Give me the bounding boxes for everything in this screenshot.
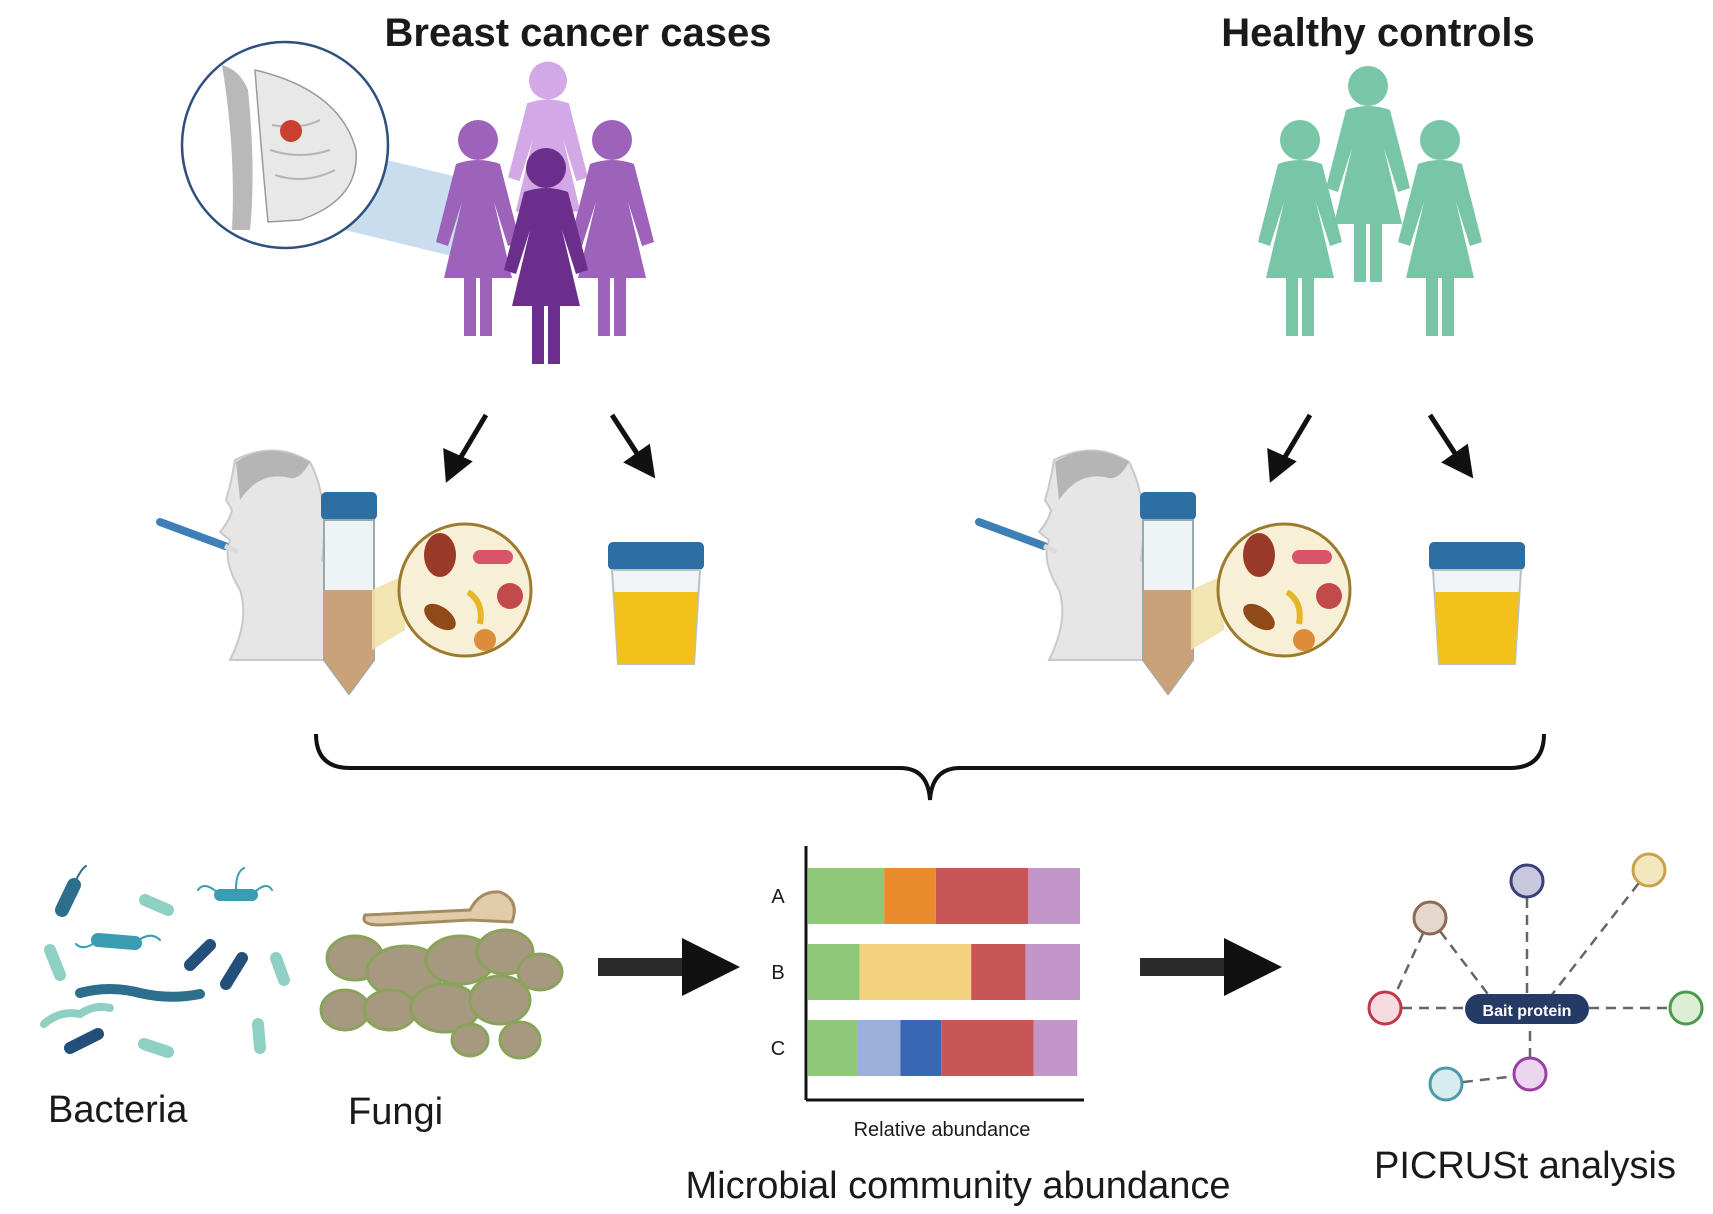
node-left	[1367, 990, 1403, 1026]
bar-segment-B-5	[971, 944, 1026, 1000]
node-right	[1668, 990, 1704, 1026]
category-label-B: B	[771, 962, 784, 984]
fungi-label: Fungi	[348, 1091, 443, 1133]
node-upper-left	[1412, 900, 1448, 936]
bar-segment-A-0	[808, 868, 885, 924]
node-bottom-left	[1428, 1066, 1464, 1102]
bar-segment-C-5	[941, 1020, 1034, 1076]
healthy-women-icon	[1258, 66, 1482, 336]
fungi-icon	[319, 890, 564, 1060]
hub-label: Bait protein	[1483, 1003, 1572, 1020]
flow-arrow-right	[1140, 938, 1282, 996]
cases-urine-sample-icon	[608, 542, 704, 665]
bacteria-label: Bacteria	[48, 1089, 188, 1131]
bar-segment-C-6	[1033, 1020, 1078, 1076]
bar-segment-B-0	[808, 944, 860, 1000]
bar-segment-B-6	[1025, 944, 1080, 1000]
network-diagram: Bait protein	[1367, 852, 1704, 1102]
bar-segment-C-0	[808, 1020, 857, 1076]
controls-title: Healthy controls	[1221, 11, 1534, 55]
node-top	[1509, 863, 1545, 899]
bar-segment-B-2	[859, 944, 972, 1000]
cases-saliva-sample-icon	[156, 449, 533, 696]
category-label-A: A	[771, 886, 785, 908]
bar-segment-A-6	[1028, 868, 1080, 924]
controls-urine-sample-icon	[1429, 542, 1525, 665]
node-bottom	[1512, 1056, 1548, 1092]
bar-segment-A-1	[884, 868, 936, 924]
flow-arrow-left	[598, 938, 740, 996]
merge-brace	[314, 733, 1546, 801]
category-label-C: C	[771, 1038, 785, 1060]
x-axis-label: Relative abundance	[854, 1119, 1031, 1141]
bait-protein-hub	[1465, 994, 1589, 1024]
node-top-right	[1631, 852, 1667, 888]
picrust-caption: PICRUSt analysis	[1374, 1145, 1676, 1187]
bar-segment-A-5	[935, 868, 1029, 924]
abundance-caption: Microbial community abundance	[686, 1165, 1231, 1207]
cases-title: Breast cancer cases	[385, 11, 772, 55]
abundance-chart: A B C Relative abundance	[771, 846, 1084, 1141]
bar-segment-C-4	[900, 1020, 942, 1076]
breast-tumor-icon	[180, 40, 470, 260]
bacteria-icon	[40, 865, 290, 1058]
breast-cancer-women-icon	[436, 61, 654, 364]
bar-segment-C-3	[856, 1020, 901, 1076]
controls-saliva-sample-icon	[975, 449, 1352, 696]
sample-arrows	[443, 413, 1474, 483]
